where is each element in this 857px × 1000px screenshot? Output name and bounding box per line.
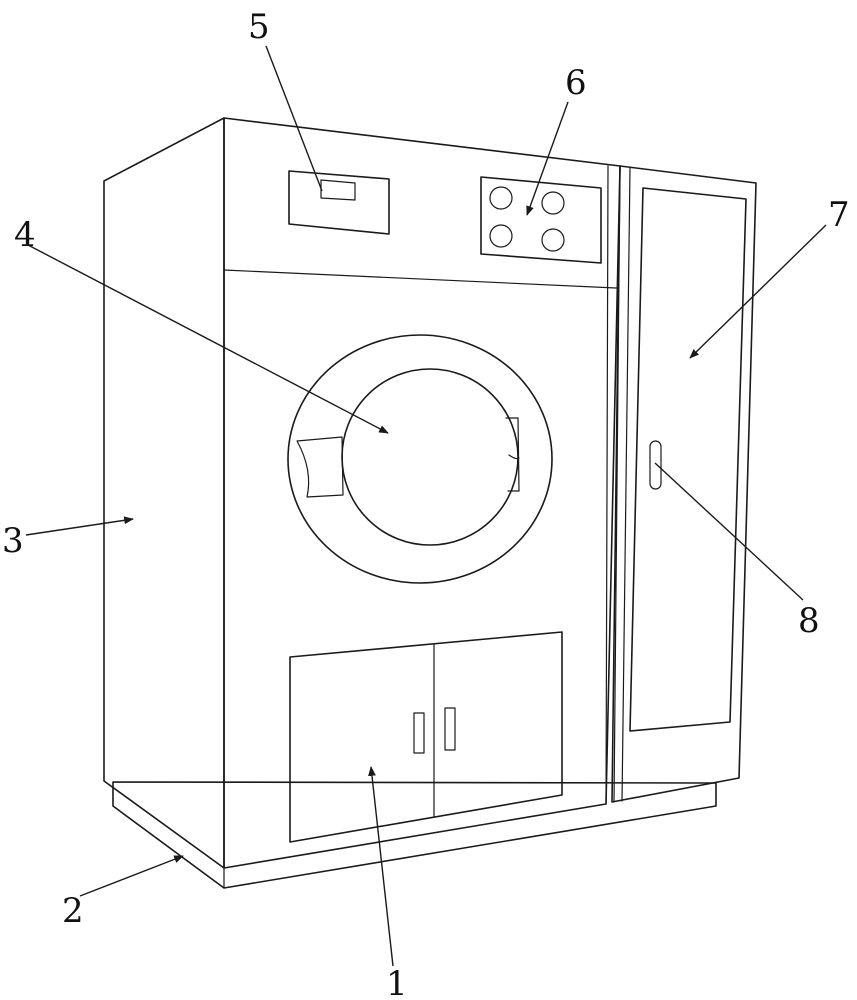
cabinet-handle xyxy=(444,707,456,751)
callout-3: 3 xyxy=(2,521,24,561)
callout-2: 2 xyxy=(62,891,84,931)
callout-7: 7 xyxy=(828,195,850,235)
lower-cabinet-doors xyxy=(289,631,563,843)
base-plinth xyxy=(112,781,717,889)
cabinet-handle xyxy=(413,712,425,754)
side-cabinet xyxy=(605,165,757,805)
side-cabinet-door xyxy=(629,187,747,732)
drum-door xyxy=(287,334,553,584)
display-screen xyxy=(288,170,390,235)
callout-5: 5 xyxy=(248,7,270,47)
callout-6: 6 xyxy=(565,63,587,103)
control-button xyxy=(489,186,513,210)
control-buttons xyxy=(480,176,602,264)
control-button xyxy=(541,228,565,252)
callout-1: 1 xyxy=(386,964,408,1000)
callout-4: 4 xyxy=(14,215,36,255)
control-button xyxy=(489,224,513,248)
front-panel xyxy=(223,117,621,869)
door-handle xyxy=(649,440,662,490)
control-button xyxy=(541,191,565,215)
leader-lines xyxy=(25,45,827,967)
side-panel xyxy=(103,117,225,869)
callout-8: 8 xyxy=(798,601,820,641)
